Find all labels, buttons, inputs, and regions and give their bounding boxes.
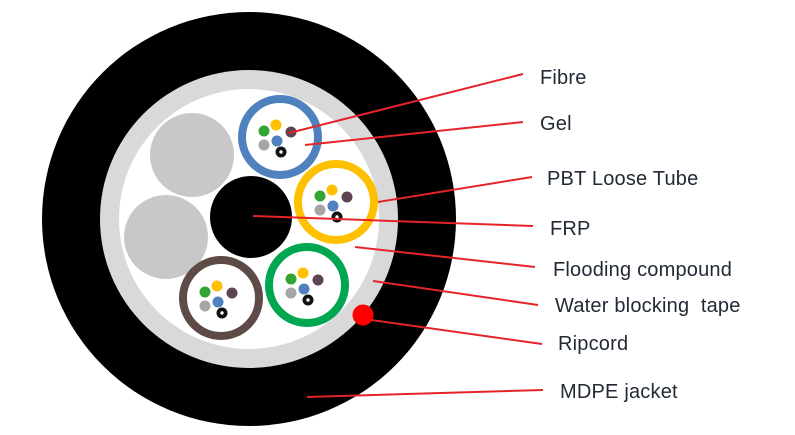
label-ripcord: Ripcord (558, 333, 629, 355)
ripcord-dot (352, 304, 374, 326)
frp-center-member (210, 176, 292, 258)
label-frp: FRP (550, 218, 591, 240)
leader-line-pbt-loose-tube (377, 176, 533, 203)
leader-line-frp (252, 215, 534, 227)
leader-line-water-blocking-tape (372, 280, 539, 306)
label-gel: Gel (540, 113, 572, 135)
label-flooding-compound: Flooding compound (553, 259, 733, 281)
label-pbt-loose-tube: PBT Loose Tube (547, 168, 699, 190)
label-fibre: Fibre (540, 67, 587, 89)
leader-line-fibre (288, 73, 524, 134)
filler-rod-top (150, 113, 234, 197)
leader-line-flooding-compound (354, 246, 536, 268)
leader-line-gel (304, 121, 524, 146)
leader-line-mdpe-jacket (306, 389, 544, 398)
label-water-blocking-tape: Water blocking tape (555, 295, 741, 317)
label-mdpe-jacket: MDPE jacket (560, 381, 678, 403)
leader-line-ripcord (370, 319, 543, 345)
filler-rod-bottom (124, 195, 208, 279)
